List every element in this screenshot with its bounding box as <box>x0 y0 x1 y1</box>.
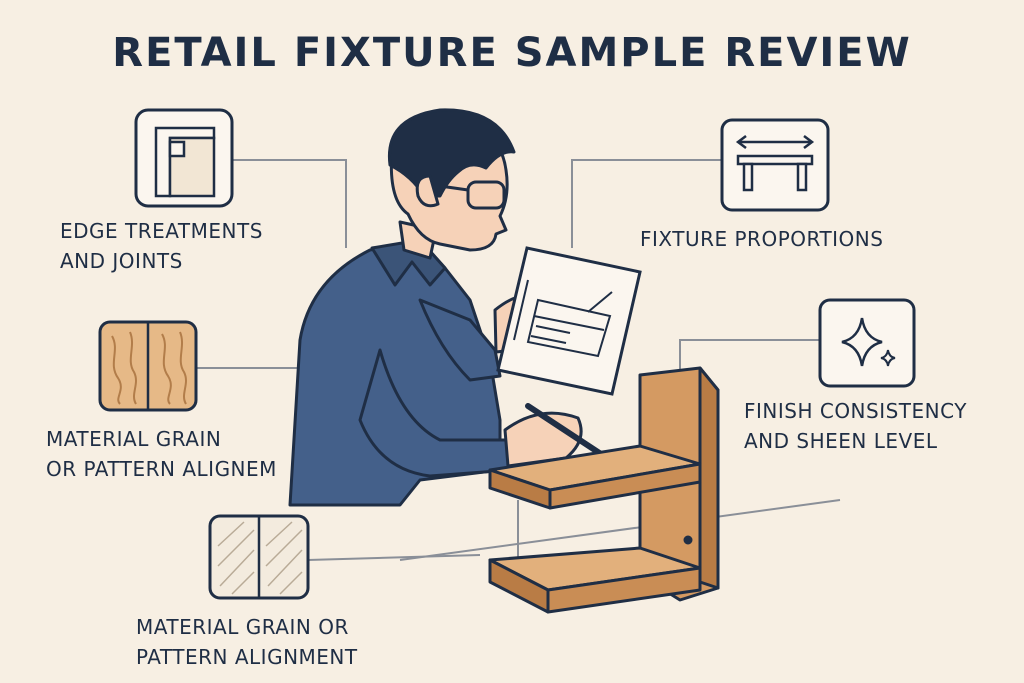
page-title: RETAIL FIXTURE SAMPLE REVIEW <box>112 30 912 76</box>
label-edge-treatments: EDGE TREATMENTS AND JOINTS <box>60 219 263 273</box>
wood-fixture <box>488 366 720 614</box>
table-edge-line <box>399 499 841 561</box>
connector-edge <box>232 159 347 248</box>
connector-pattern <box>307 554 481 561</box>
pen <box>525 403 607 459</box>
table-proportions-icon <box>720 118 830 212</box>
edge-joint-icon <box>134 108 234 208</box>
hair <box>387 108 516 198</box>
label-material-grain-2: MATERIAL GRAIN OR PATTERN ALIGNMENT <box>136 615 358 669</box>
spec-document <box>496 246 642 396</box>
label-material-grain-1: MATERIAL GRAIN OR PATTERN ALIGNEM <box>46 427 277 481</box>
label-finish-consistency: FINISH CONSISTENCY AND SHEEN LEVEL <box>744 399 967 453</box>
label-fixture-proportions: FIXTURE PROPORTIONS <box>640 227 884 251</box>
connector-finish <box>679 339 820 370</box>
pattern-swatch-icon <box>208 514 310 600</box>
person-reviewer <box>288 108 607 507</box>
wood-grain-icon <box>98 320 198 412</box>
sparkle-icon <box>818 298 916 388</box>
connector-lines <box>196 159 841 561</box>
connector-proportions <box>571 159 722 248</box>
